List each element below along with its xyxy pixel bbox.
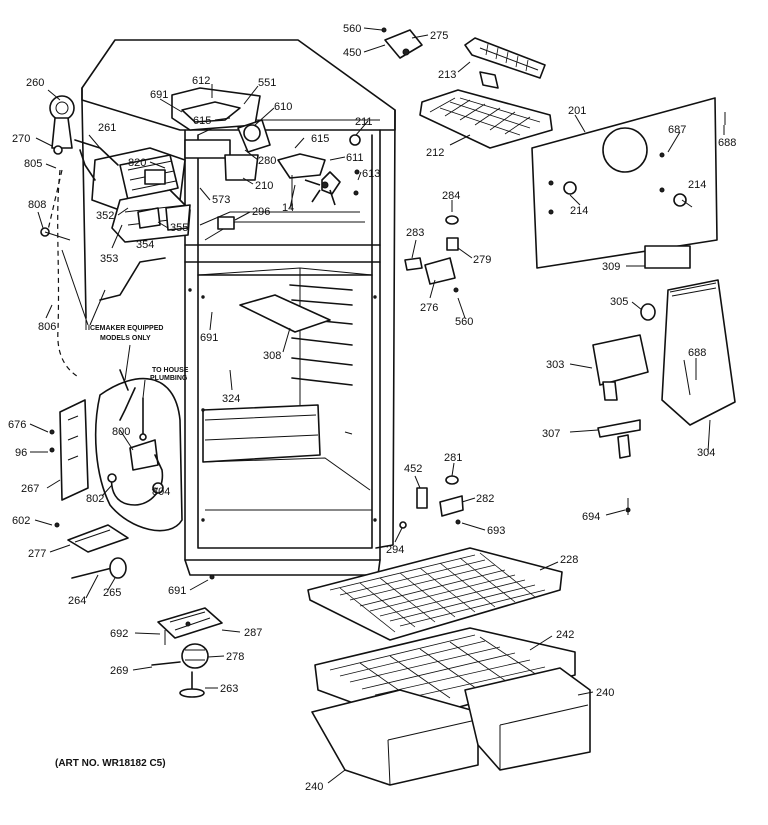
base-parts bbox=[54, 522, 223, 698]
crisper-drawers bbox=[311, 667, 591, 786]
icemaker-plumbing-area bbox=[94, 369, 183, 532]
part-label-304: 304 bbox=[697, 447, 715, 459]
part-label-560-top: 560 bbox=[343, 23, 361, 35]
part-labels: 560 275 450 213 260 612 551 691 615 610 … bbox=[8, 23, 736, 793]
part-label-611: 611 bbox=[346, 152, 364, 164]
part-label-691-top: 691 bbox=[150, 89, 168, 101]
part-label-240-right: 240 bbox=[596, 687, 614, 699]
part-label-276: 276 bbox=[420, 302, 438, 314]
part-label-213: 213 bbox=[438, 69, 456, 81]
part-label-264: 264 bbox=[68, 595, 86, 607]
part-label-805: 805 bbox=[24, 158, 42, 170]
part-label-613: 613 bbox=[362, 168, 380, 180]
part-label-14: 14 bbox=[282, 202, 294, 214]
part-label-354: 354 bbox=[136, 239, 154, 251]
part-label-687: 687 bbox=[668, 124, 686, 136]
part-label-573: 573 bbox=[212, 194, 230, 206]
part-label-228: 228 bbox=[560, 554, 578, 566]
part-label-261: 261 bbox=[98, 122, 116, 134]
part-label-802: 802 bbox=[86, 493, 104, 505]
part-label-612: 612 bbox=[192, 75, 210, 87]
part-label-277: 277 bbox=[28, 548, 46, 560]
part-label-560-middle: 560 bbox=[455, 316, 473, 328]
diagram-notes: ICEMAKER EQUIPPED MODELS ONLY TO HOUSE P… bbox=[55, 325, 189, 769]
part-label-270: 270 bbox=[12, 133, 30, 145]
top-hinge-parts bbox=[381, 27, 423, 59]
part-label-201: 201 bbox=[568, 105, 586, 117]
middle-hinge-parts bbox=[404, 215, 459, 293]
part-label-694: 694 bbox=[582, 511, 600, 523]
part-label-691-middle: 691 bbox=[200, 332, 218, 344]
part-label-212: 212 bbox=[426, 147, 444, 159]
evaporator-cover-assembly bbox=[531, 97, 726, 269]
art-number: (ART NO. WR18182 C5) bbox=[55, 758, 166, 769]
part-label-452: 452 bbox=[404, 463, 422, 475]
part-label-308: 308 bbox=[263, 350, 281, 362]
water-line-assembly bbox=[40, 95, 166, 379]
part-label-287: 287 bbox=[244, 627, 262, 639]
part-label-615-left: 615 bbox=[193, 115, 211, 127]
ice-tray-and-rack bbox=[419, 37, 553, 149]
plumbing-note-line2: PLUMBING bbox=[150, 375, 188, 382]
part-label-352: 352 bbox=[96, 210, 114, 222]
icemaker-note-line2: MODELS ONLY bbox=[100, 335, 151, 342]
part-label-676: 676 bbox=[8, 419, 26, 431]
part-label-615-right: 615 bbox=[311, 133, 329, 145]
part-label-294: 294 bbox=[386, 544, 404, 556]
part-label-279: 279 bbox=[473, 254, 491, 266]
part-label-281: 281 bbox=[444, 452, 462, 464]
part-label-96: 96 bbox=[15, 447, 27, 459]
part-label-210: 210 bbox=[255, 180, 273, 192]
part-label-693: 693 bbox=[487, 525, 505, 537]
part-label-240-left: 240 bbox=[305, 781, 323, 793]
part-label-265: 265 bbox=[103, 587, 121, 599]
part-label-283: 283 bbox=[406, 227, 424, 239]
part-label-808: 808 bbox=[28, 199, 46, 211]
icemaker-note-line1: ICEMAKER EQUIPPED bbox=[88, 325, 163, 332]
wire-shelf bbox=[307, 547, 563, 641]
part-label-275: 275 bbox=[430, 30, 448, 42]
part-label-214-left: 214 bbox=[570, 205, 588, 217]
part-label-806: 806 bbox=[38, 321, 56, 333]
part-label-355: 355 bbox=[170, 222, 188, 234]
part-label-324: 324 bbox=[222, 393, 240, 405]
part-label-800: 800 bbox=[112, 426, 130, 438]
part-label-692: 692 bbox=[110, 628, 128, 640]
part-label-309: 309 bbox=[602, 261, 620, 273]
part-label-688-middle: 688 bbox=[688, 347, 706, 359]
part-label-602: 602 bbox=[12, 515, 30, 527]
part-label-551: 551 bbox=[258, 77, 276, 89]
part-label-267: 267 bbox=[21, 483, 39, 495]
freezer-components bbox=[171, 87, 361, 230]
part-label-282: 282 bbox=[476, 493, 494, 505]
part-label-353: 353 bbox=[100, 253, 118, 265]
part-label-820: 820 bbox=[128, 157, 146, 169]
part-label-278: 278 bbox=[226, 651, 244, 663]
part-label-610: 610 bbox=[274, 101, 292, 113]
part-label-242: 242 bbox=[556, 629, 574, 641]
left-side-bracket bbox=[49, 399, 89, 501]
part-label-305: 305 bbox=[610, 296, 628, 308]
part-label-284: 284 bbox=[442, 190, 460, 202]
leader-lines bbox=[29, 27, 725, 784]
damper-control-assembly bbox=[592, 279, 736, 515]
part-label-260: 260 bbox=[26, 77, 44, 89]
icemaker-assembly bbox=[79, 147, 191, 243]
part-label-296: 296 bbox=[252, 206, 270, 218]
part-label-214-right: 214 bbox=[688, 179, 706, 191]
part-label-280: 280 bbox=[258, 155, 276, 167]
part-label-211: 211 bbox=[355, 116, 373, 128]
plumbing-note-line1: TO HOUSE bbox=[152, 367, 189, 374]
part-label-263: 263 bbox=[220, 683, 238, 695]
part-label-303: 303 bbox=[546, 359, 564, 371]
part-label-688-top: 688 bbox=[718, 137, 736, 149]
part-label-307: 307 bbox=[542, 428, 560, 440]
lower-hinge-parts bbox=[399, 475, 464, 529]
part-label-450: 450 bbox=[343, 47, 361, 59]
part-label-269: 269 bbox=[110, 665, 128, 677]
part-label-804: 804 bbox=[152, 486, 170, 498]
part-label-691-bottom: 691 bbox=[168, 585, 186, 597]
